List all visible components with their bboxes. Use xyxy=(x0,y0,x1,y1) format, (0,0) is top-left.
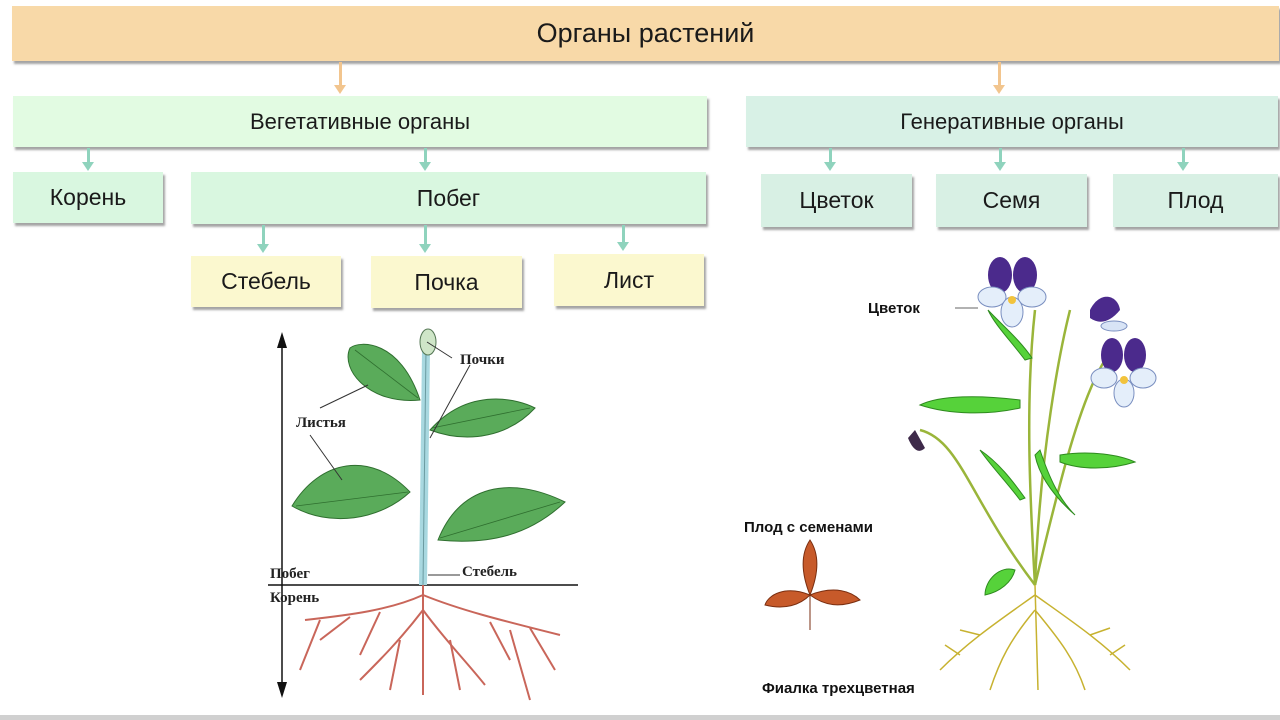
stem-label: Стебель xyxy=(221,268,311,294)
flower-box: Цветок xyxy=(761,174,912,227)
vegetative-organs-label: Вегетативные органы xyxy=(249,108,471,134)
root-box: Корень xyxy=(13,172,163,223)
vegetative-organs-box: Вегетативные органы xyxy=(13,96,707,147)
label-flower: Цветок xyxy=(868,300,920,317)
root-label: Корень xyxy=(49,184,127,210)
label-leaves: Листья xyxy=(296,415,346,431)
generative-organs-label: Генеративные органы xyxy=(900,108,1124,134)
label-root: Корень xyxy=(270,590,320,606)
plant-illustration xyxy=(268,328,578,701)
label-stem: Стебель xyxy=(462,564,517,580)
arrow-to-root xyxy=(82,148,94,171)
arrow-to-fruit xyxy=(1177,148,1189,171)
arrow-to-generative xyxy=(993,62,1005,94)
label-buds: Почки xyxy=(460,352,505,368)
bottom-divider xyxy=(0,715,1280,720)
violet-illustration xyxy=(764,257,1157,691)
arrow-to-flower xyxy=(824,148,836,171)
label-fruit-with-seeds: Плод с семенами xyxy=(744,519,873,536)
arrow-to-bud xyxy=(419,225,431,253)
leaf-box: Лист xyxy=(554,254,704,306)
arrow-to-leaf xyxy=(617,225,629,251)
seed-box: Семя xyxy=(936,174,1087,227)
shoot-label: Побег xyxy=(416,184,481,211)
arrow-to-seed xyxy=(994,148,1006,171)
title-box: Органы растений xyxy=(12,6,1279,61)
leaf-label: Лист xyxy=(604,266,654,293)
seed-label: Семя xyxy=(982,187,1041,213)
stem-box: Стебель xyxy=(191,256,341,307)
label-species: Фиалка трехцветная xyxy=(762,680,915,697)
shoot-box: Побег xyxy=(191,172,706,224)
generative-organs-box: Генеративные органы xyxy=(746,96,1278,147)
fruit-label: Плод xyxy=(1167,187,1224,213)
arrow-to-shoot xyxy=(419,148,431,171)
title-text: Органы растений xyxy=(536,18,755,48)
arrow-to-stem xyxy=(257,225,269,253)
flower-label: Цветок xyxy=(799,187,874,213)
arrow-to-vegetative xyxy=(334,62,346,94)
label-shoot: Побег xyxy=(270,566,310,582)
fruit-box: Плод xyxy=(1113,174,1278,227)
bud-label: Почка xyxy=(414,268,479,295)
bud-box: Почка xyxy=(371,256,522,308)
